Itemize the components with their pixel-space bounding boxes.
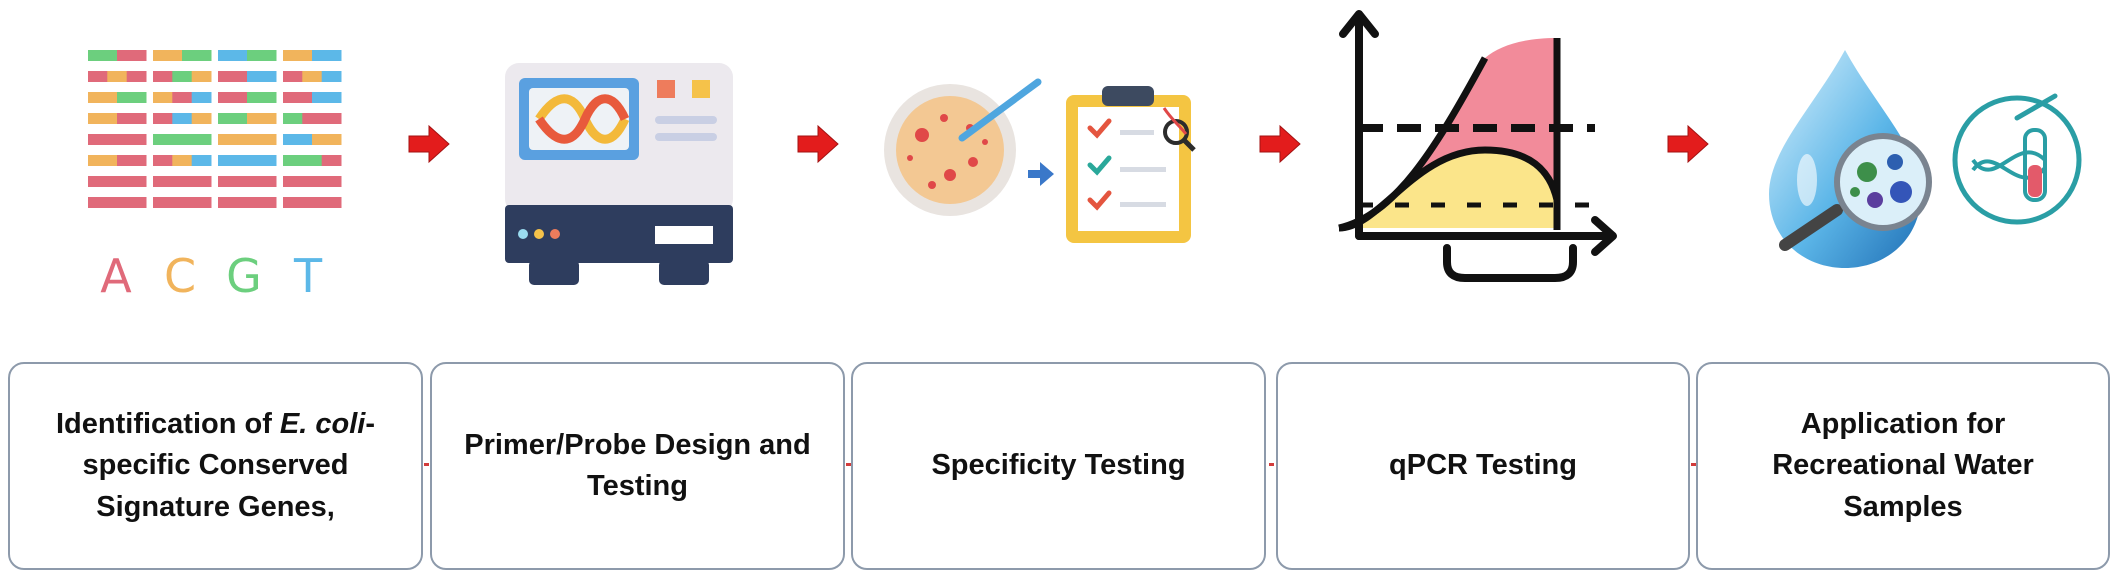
dna-segment xyxy=(283,134,313,145)
dna-segment xyxy=(247,50,277,61)
dna-segment xyxy=(283,197,342,208)
dna-segment xyxy=(88,134,118,145)
petri-dish-checklist-icon xyxy=(880,0,1210,330)
dna-segment xyxy=(182,50,212,61)
pcr-machine-graphic xyxy=(505,63,733,285)
dna-segment xyxy=(321,71,342,82)
dna-segment xyxy=(191,113,212,124)
arrow-3-icon xyxy=(1259,124,1301,164)
connector-2 xyxy=(846,463,851,466)
dna-segment xyxy=(218,50,248,61)
dna-segment xyxy=(153,113,173,124)
dna-segment xyxy=(283,176,342,187)
dna-segment xyxy=(117,113,147,124)
dna-segment xyxy=(302,71,323,82)
dna-segment xyxy=(88,197,147,208)
step-label-primer-probe: Primer/Probe Design and Testing xyxy=(464,428,811,502)
dna-segment xyxy=(117,155,147,166)
dna-segment xyxy=(117,92,147,103)
dna-segment xyxy=(302,113,323,124)
arrow-1-icon xyxy=(408,124,450,164)
step-box-qpcr: qPCR Testing xyxy=(1276,362,1690,570)
dna-segment xyxy=(237,155,258,166)
dna-segment xyxy=(218,92,248,103)
dna-segment xyxy=(88,50,118,61)
dna-segment xyxy=(283,155,303,166)
dna-segment xyxy=(218,113,248,124)
dna-segment xyxy=(172,155,193,166)
dna-segment xyxy=(172,92,193,103)
dna-segment xyxy=(172,71,193,82)
dna-segment xyxy=(283,50,313,61)
step-label-qpcr: qPCR Testing xyxy=(1389,449,1577,482)
dna-segment xyxy=(302,155,323,166)
dna-segment xyxy=(153,50,183,61)
dna-segment xyxy=(153,197,212,208)
dna-segment xyxy=(153,155,173,166)
dna-segment xyxy=(321,113,342,124)
dna-letter-t: T xyxy=(293,249,323,303)
dna-segment xyxy=(153,92,173,103)
dna-segment xyxy=(256,155,277,166)
petri-dish-checklist-graphic xyxy=(884,78,1196,243)
dna-letter-g: G xyxy=(226,249,262,303)
water-drop-magnifier-icon xyxy=(1755,0,2095,330)
dna-segment xyxy=(283,113,303,124)
step-label-specificity: Specificity Testing xyxy=(931,449,1186,482)
connector-4 xyxy=(1691,463,1696,466)
dna-segment xyxy=(247,113,277,124)
dna-segment xyxy=(88,113,118,124)
dna-segment xyxy=(312,50,342,61)
dna-segment xyxy=(117,50,147,61)
dna-segment xyxy=(117,134,147,145)
dna-segment xyxy=(247,92,277,103)
dna-segment xyxy=(88,71,108,82)
dna-segment xyxy=(256,134,277,145)
dna-segment xyxy=(191,155,212,166)
arrow-4-icon xyxy=(1667,124,1709,164)
step-box-application: Application for Recreational Water Sampl… xyxy=(1696,362,2110,570)
dna-segment xyxy=(218,134,238,145)
dna-segment xyxy=(237,134,258,145)
arrow-2-icon xyxy=(797,124,839,164)
dna-segment xyxy=(218,197,277,208)
dna-segment xyxy=(312,92,342,103)
dna-segment xyxy=(107,71,128,82)
step-label-application: Application for Recreational Water Sampl… xyxy=(1772,408,2034,523)
dna-sequence-graphic: A C G T xyxy=(88,50,342,303)
dna-segment xyxy=(88,176,147,187)
dna-letter-c: C xyxy=(164,249,196,303)
dna-sequence-icon: A C G T xyxy=(80,0,350,330)
dna-segment xyxy=(88,155,118,166)
amplification-curve-icon xyxy=(1325,0,1617,330)
connector-1 xyxy=(424,463,429,466)
dna-segment xyxy=(153,134,183,145)
amplification-curve-graphic xyxy=(1338,10,1617,282)
pcr-machine-icon xyxy=(505,0,735,330)
dna-segment xyxy=(88,92,118,103)
dna-letter-a: A xyxy=(100,249,132,303)
dna-segment xyxy=(218,155,238,166)
water-drop-graphic xyxy=(1769,50,2082,268)
step-box-signature-genes: Identification of E. coli-specific Conse… xyxy=(8,362,423,570)
step-label-signature-genes: Identification of E. coli-specific Conse… xyxy=(55,408,376,523)
dna-segment xyxy=(218,71,248,82)
dna-segment xyxy=(312,134,342,145)
dna-segment xyxy=(191,71,212,82)
connector-3 xyxy=(1269,463,1274,466)
dna-segment xyxy=(153,176,212,187)
dna-segment xyxy=(126,71,147,82)
dna-segment xyxy=(182,134,212,145)
step-box-specificity: Specificity Testing xyxy=(851,362,1266,570)
dna-segment xyxy=(247,71,277,82)
dna-segment xyxy=(153,71,173,82)
dna-segment xyxy=(191,92,212,103)
dna-segment xyxy=(321,155,342,166)
dna-segment xyxy=(283,71,303,82)
dna-segment xyxy=(172,113,193,124)
dna-segment xyxy=(218,176,277,187)
dna-segment xyxy=(283,92,313,103)
step-box-primer-probe: Primer/Probe Design and Testing xyxy=(430,362,845,570)
